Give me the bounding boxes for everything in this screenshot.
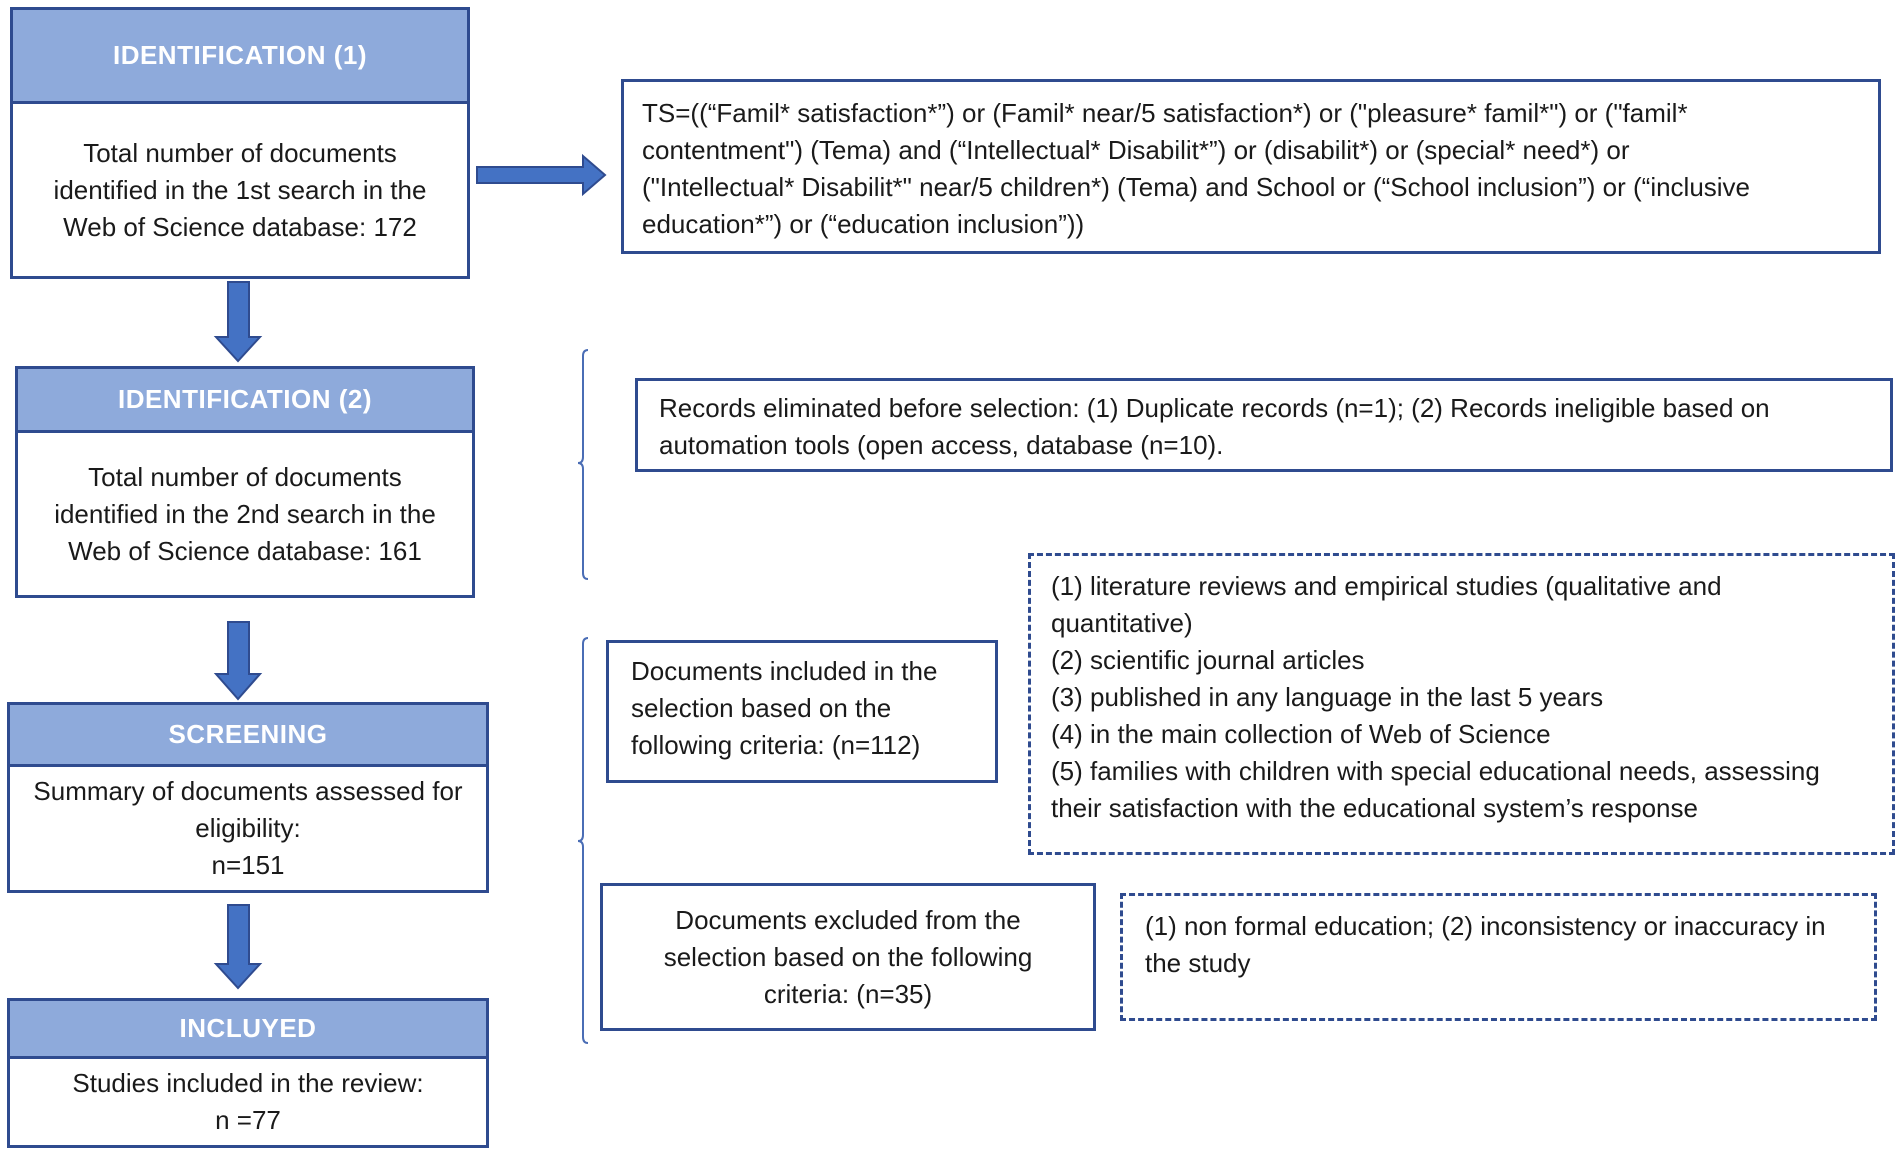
included-selection-line: following criteria: (n=112) [631, 730, 921, 760]
identification-2-line: Web of Science database: 161 [68, 535, 422, 566]
screening-line: Summary of documents assessed for [33, 776, 463, 806]
identification-1-line: Web of Science database: 172 [63, 211, 417, 242]
arrow-down-icon [213, 904, 263, 990]
screening-text: Summary of documents assessed for eligib… [10, 767, 486, 890]
screening-box: SCREENING Summary of documents assessed … [7, 702, 489, 893]
identification-1-line: identified in the 1st search in the [53, 174, 427, 205]
identification-2-header: IDENTIFICATION (2) [18, 369, 472, 433]
identification-2-text: Total number of documents identified in … [18, 433, 472, 595]
screening-line: eligibility: [195, 813, 301, 843]
included-text: Studies included in the review: n =77 [10, 1059, 486, 1145]
inclusion-criteria-line: (2) scientific journal articles [1051, 645, 1365, 675]
included-selection-line: Documents included in the [631, 656, 938, 686]
arrow-right-icon [476, 153, 607, 197]
inclusion-criteria-line: quantitative) [1051, 608, 1193, 638]
identification-2-box: IDENTIFICATION (2) Total number of docum… [15, 366, 475, 598]
exclusion-criteria-line: the study [1145, 948, 1251, 978]
exclusion-criteria-line: (1) non formal education; (2) inconsiste… [1145, 911, 1826, 941]
exclusion-criteria-box: (1) non formal education; (2) inconsiste… [1120, 893, 1877, 1021]
identification-1-header: IDENTIFICATION (1) [13, 10, 467, 104]
included-selection-box: Documents included in the selection base… [606, 640, 998, 783]
search-query-line: education*”) or (“education inclusion”)) [642, 209, 1085, 239]
records-eliminated-line: Records eliminated before selection: (1)… [659, 393, 1770, 423]
identification-2-line: Total number of documents [88, 461, 402, 492]
included-box: INCLUYED Studies included in the review:… [7, 998, 489, 1148]
inclusion-criteria-line: (1) literature reviews and empirical stu… [1051, 571, 1722, 601]
inclusion-criteria-line: their satisfaction with the educational … [1051, 793, 1698, 823]
arrow-down-icon [213, 281, 263, 363]
identification-1-box: IDENTIFICATION (1) Total number of docum… [10, 7, 470, 279]
inclusion-criteria-box: (1) literature reviews and empirical stu… [1028, 553, 1895, 855]
screening-header: SCREENING [10, 705, 486, 767]
excluded-selection-box: Documents excluded from the selection ba… [600, 883, 1096, 1031]
inclusion-criteria-line: (3) published in any language in the las… [1051, 682, 1604, 712]
identification-1-text: Total number of documents identified in … [13, 104, 467, 276]
bracket-icon [577, 349, 589, 580]
arrow-down-icon [213, 621, 263, 701]
bracket-icon [577, 637, 589, 1044]
search-query-line: TS=((“Famil* satisfaction*”) or (Famil* … [642, 98, 1688, 128]
inclusion-criteria-line: (5) families with children with special … [1051, 756, 1820, 786]
included-selection-line: selection based on the [631, 693, 892, 723]
search-query-line: ("Intellectual* Disabilit*" near/5 child… [642, 172, 1751, 202]
search-query-line: contentment") (Tema) and (“Intellectual*… [642, 135, 1630, 165]
search-query-box: TS=((“Famil* satisfaction*”) or (Famil* … [621, 79, 1881, 254]
identification-2-line: identified in the 2nd search in the [54, 498, 436, 529]
excluded-selection-line: Documents excluded from the [675, 904, 1021, 935]
included-header: INCLUYED [10, 1001, 486, 1059]
excluded-selection-line: selection based on the following [663, 941, 1033, 972]
included-line: n =77 [215, 1105, 281, 1135]
records-eliminated-line: automation tools (open access, database … [659, 430, 1224, 460]
included-line: Studies included in the review: [72, 1068, 424, 1098]
records-eliminated-box: Records eliminated before selection: (1)… [635, 378, 1893, 472]
inclusion-criteria-line: (4) in the main collection of Web of Sci… [1051, 719, 1551, 749]
screening-line: n=151 [211, 850, 285, 880]
excluded-selection-line: criteria: (n=35) [763, 978, 933, 1009]
identification-1-line: Total number of documents [83, 137, 397, 168]
